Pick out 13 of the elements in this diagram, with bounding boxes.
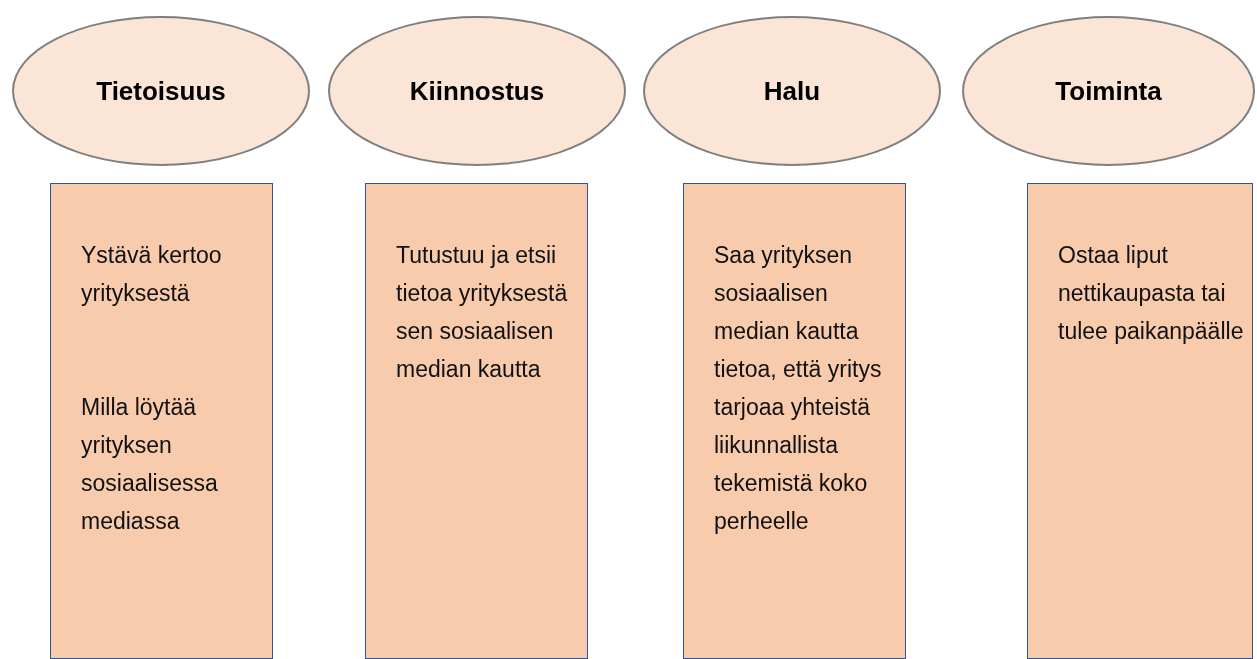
- description-panel: [683, 183, 906, 659]
- description-text: Ystävä kertoo yrityksestä: [81, 241, 223, 308]
- stage-title: Halu: [763, 75, 821, 107]
- description-text: Ostaa liput nettikaupasta tai tulee paikanpäälle: [1058, 241, 1245, 346]
- description-panel: [50, 183, 273, 659]
- stage-title: Kiinnostus: [409, 75, 545, 107]
- description-text: Saa yrityksen sosiaalisen median kautta tietoa, että yritys tarjoaa yhteistä liikunnallista tekemistä koko perheelle: [714, 241, 883, 536]
- description-panel: [1027, 183, 1253, 659]
- description-text: Milla löytää yrityksen sosiaalisessa mediassa: [81, 393, 219, 536]
- description-text: Tutustuu ja etsii tietoa yrityksestä sen sosiaalisen median kautta: [396, 241, 569, 384]
- stage-title: Tietoisuus: [96, 75, 226, 107]
- stage-title: Toiminta: [1055, 75, 1162, 107]
- description-panel: [365, 183, 588, 659]
